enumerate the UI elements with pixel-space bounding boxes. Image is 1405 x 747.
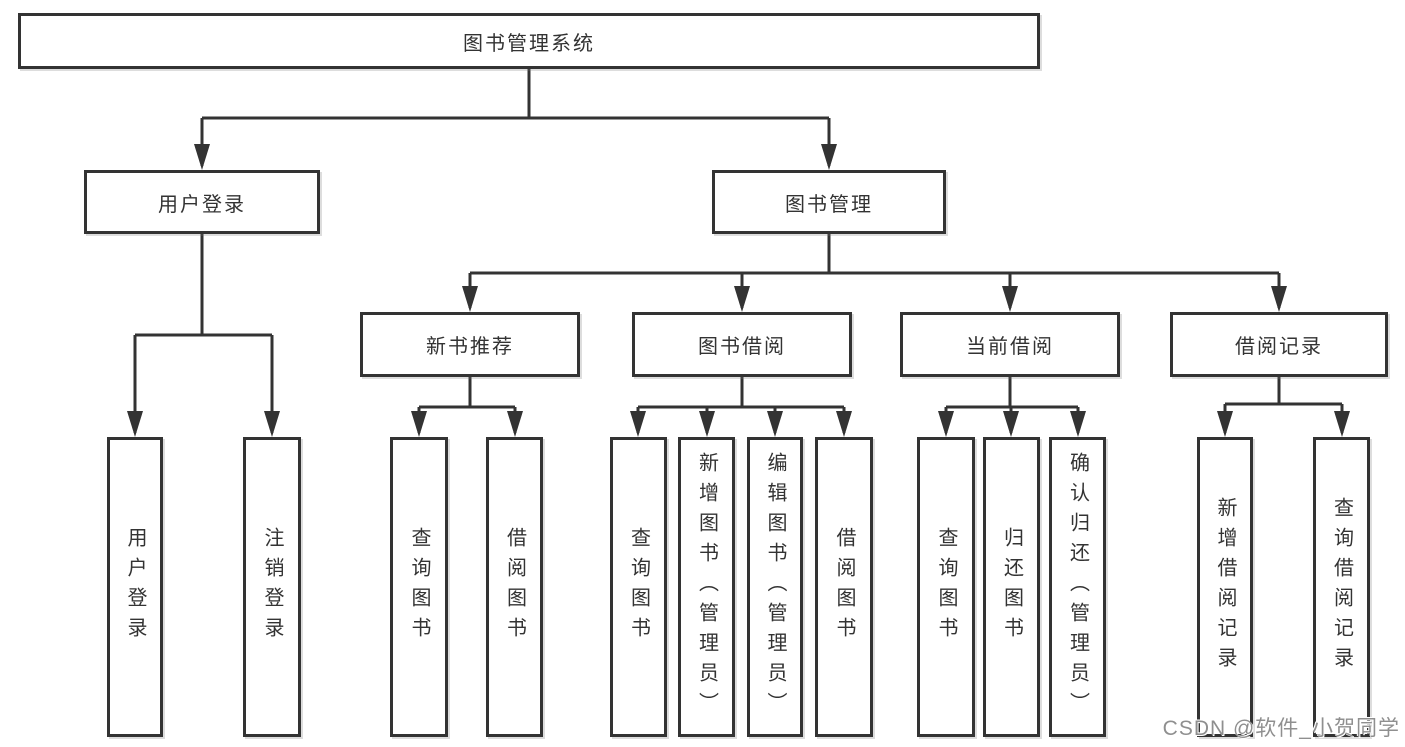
arrowhead (264, 411, 280, 437)
arrowhead (938, 411, 954, 437)
leaf-query-books-recommend: 查询图书 (390, 437, 448, 737)
connector-borrow-records-children (1217, 377, 1350, 437)
connector-book-borrow-children (630, 377, 852, 437)
node-book-borrow-label: 图书借阅 (698, 336, 786, 358)
node-current-borrow-label: 当前借阅 (966, 336, 1054, 358)
arrowhead (734, 286, 750, 312)
leaf-user-login-label: 用户登录 (124, 527, 146, 647)
connector-user-login-children (127, 234, 280, 437)
leaf-query-books-recommend-label: 查询图书 (408, 527, 430, 647)
leaf-query-books-borrow-label: 查询图书 (627, 527, 650, 647)
leaf-add-borrow-record-label: 新增借阅记录 (1214, 497, 1236, 677)
node-borrow-records: 借阅记录 (1170, 312, 1388, 377)
leaf-logout-label: 注销登录 (261, 527, 283, 647)
arrowhead (836, 411, 852, 437)
arrowhead (1271, 286, 1287, 312)
leaf-logout: 注销登录 (243, 437, 301, 737)
arrowhead (767, 411, 783, 437)
node-book-management-label: 图书管理 (785, 193, 873, 216)
leaf-edit-books-admin: 编辑图书（管理员） (747, 437, 803, 737)
arrowhead (462, 286, 478, 312)
arrowhead (1002, 286, 1018, 312)
leaf-query-books-current: 查询图书 (917, 437, 975, 737)
arrowhead (127, 411, 143, 437)
leaf-borrow-books-recommend: 借阅图书 (486, 437, 543, 737)
node-borrow-records-label: 借阅记录 (1235, 336, 1323, 358)
connector-book-management-children (462, 234, 1287, 312)
leaf-confirm-return-admin: 确认归还（管理员） (1049, 437, 1106, 737)
connector-current-borrow-children (938, 377, 1086, 437)
node-book-management: 图书管理 (712, 170, 946, 234)
csdn-watermark: CSDN @软件_小贺同学 (1162, 717, 1400, 740)
connector-root-to-level2 (194, 69, 837, 170)
arrowhead (194, 144, 210, 170)
connector-new-book-children (411, 377, 523, 437)
arrowhead (630, 411, 646, 437)
leaf-borrow-books-recommend-label: 借阅图书 (503, 527, 526, 647)
leaf-edit-books-admin-label: 编辑图书（管理员） (764, 452, 786, 722)
node-library-system: 图书管理系统 (18, 13, 1040, 69)
node-user-login: 用户登录 (84, 170, 320, 234)
leaf-borrow-books: 借阅图书 (815, 437, 873, 737)
arrowhead (1217, 411, 1233, 437)
leaf-query-borrow-record-label: 查询借阅记录 (1330, 497, 1353, 677)
arrowhead (1070, 411, 1086, 437)
leaf-add-borrow-record: 新增借阅记录 (1197, 437, 1253, 737)
node-library-system-label: 图书管理系统 (463, 32, 595, 55)
node-book-borrow: 图书借阅 (632, 312, 852, 377)
arrowhead (821, 144, 837, 170)
arrowhead (1334, 411, 1350, 437)
leaf-query-books-current-label: 查询图书 (935, 527, 957, 647)
leaf-borrow-books-label: 借阅图书 (833, 527, 855, 647)
leaf-add-books-admin: 新增图书（管理员） (678, 437, 735, 737)
node-new-book-recommend-label: 新书推荐 (426, 336, 514, 358)
node-current-borrow: 当前借阅 (900, 312, 1120, 377)
leaf-return-books: 归还图书 (983, 437, 1040, 737)
node-new-book-recommend: 新书推荐 (360, 312, 580, 377)
node-user-login-label: 用户登录 (158, 193, 246, 216)
leaf-query-borrow-record: 查询借阅记录 (1313, 437, 1370, 737)
arrowhead (411, 411, 427, 437)
arrowhead (1003, 411, 1019, 437)
leaf-confirm-return-admin-label: 确认归还（管理员） (1066, 452, 1089, 722)
leaf-add-books-admin-label: 新增图书（管理员） (695, 452, 718, 722)
leaf-return-books-label: 归还图书 (1000, 527, 1023, 647)
leaf-query-books-borrow: 查询图书 (610, 437, 667, 737)
leaf-user-login: 用户登录 (107, 437, 163, 737)
arrowhead (699, 411, 715, 437)
arrowhead (507, 411, 523, 437)
